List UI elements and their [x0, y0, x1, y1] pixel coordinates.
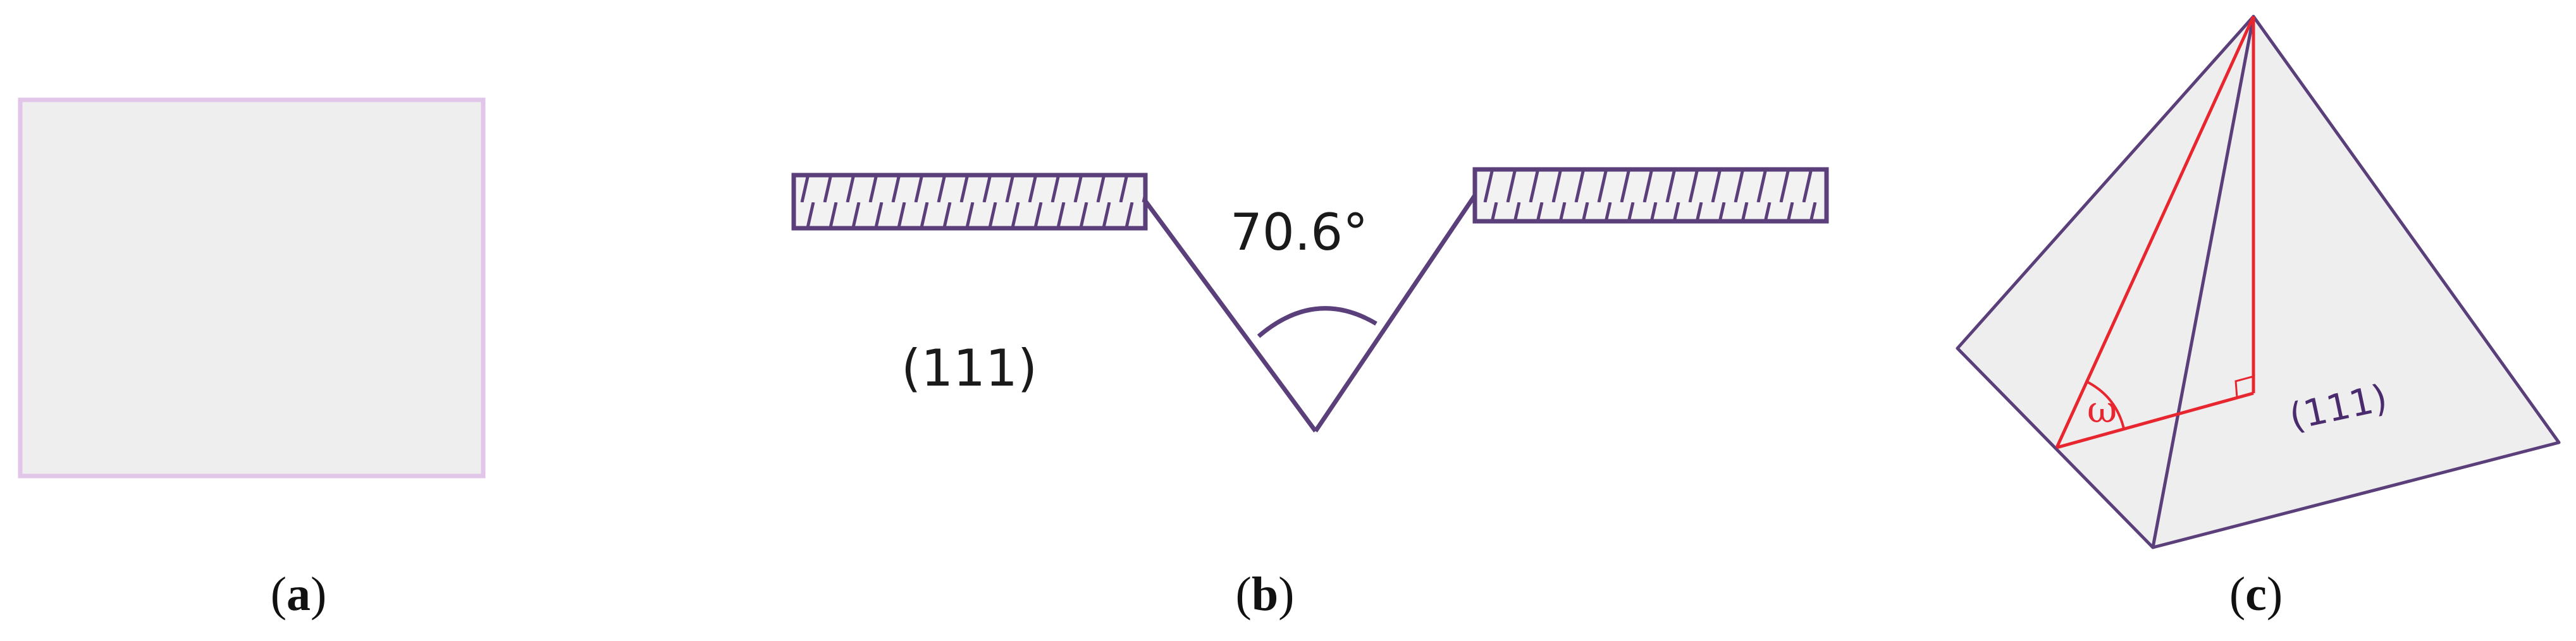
plane-label: (111): [901, 339, 1037, 398]
caption-b-letter: b: [1252, 568, 1278, 621]
caption-a-letter: a: [287, 568, 311, 621]
left-mask-hatch: [791, 173, 1148, 231]
caption-a: (a): [271, 568, 327, 621]
omega-symbol: ω: [2087, 388, 2117, 431]
right-mask-hatch: [1472, 167, 1829, 224]
caption-c-open: (: [2229, 568, 2245, 621]
mask-rectangle: [18, 97, 486, 479]
caption-c-close: ): [2267, 568, 2283, 621]
caption-b: (b): [1236, 568, 1295, 621]
caption-a-open: (: [271, 568, 287, 621]
angle-arc: [1257, 306, 1377, 338]
caption-a-close: ): [311, 568, 326, 621]
red-slant-line: [2055, 15, 2255, 449]
left-sidewall: [1143, 199, 1317, 433]
panel-a: (a): [18, 97, 486, 621]
right-sidewall: [1314, 194, 1477, 432]
panel-b: 70.6° (111) (b): [791, 167, 1829, 621]
caption-c-letter: c: [2245, 568, 2267, 621]
omega-angle-arc: [2086, 381, 2125, 429]
angle-label: 70.6°: [1230, 203, 1368, 262]
caption-b-open: (: [1236, 568, 1252, 621]
red-base-line: [2056, 391, 2254, 449]
caption-c: (c): [2229, 568, 2283, 621]
caption-b-close: ): [1278, 568, 1294, 621]
right-angle-marker: [2234, 375, 2253, 398]
panel-c: ω (111) (c): [1956, 15, 2561, 621]
